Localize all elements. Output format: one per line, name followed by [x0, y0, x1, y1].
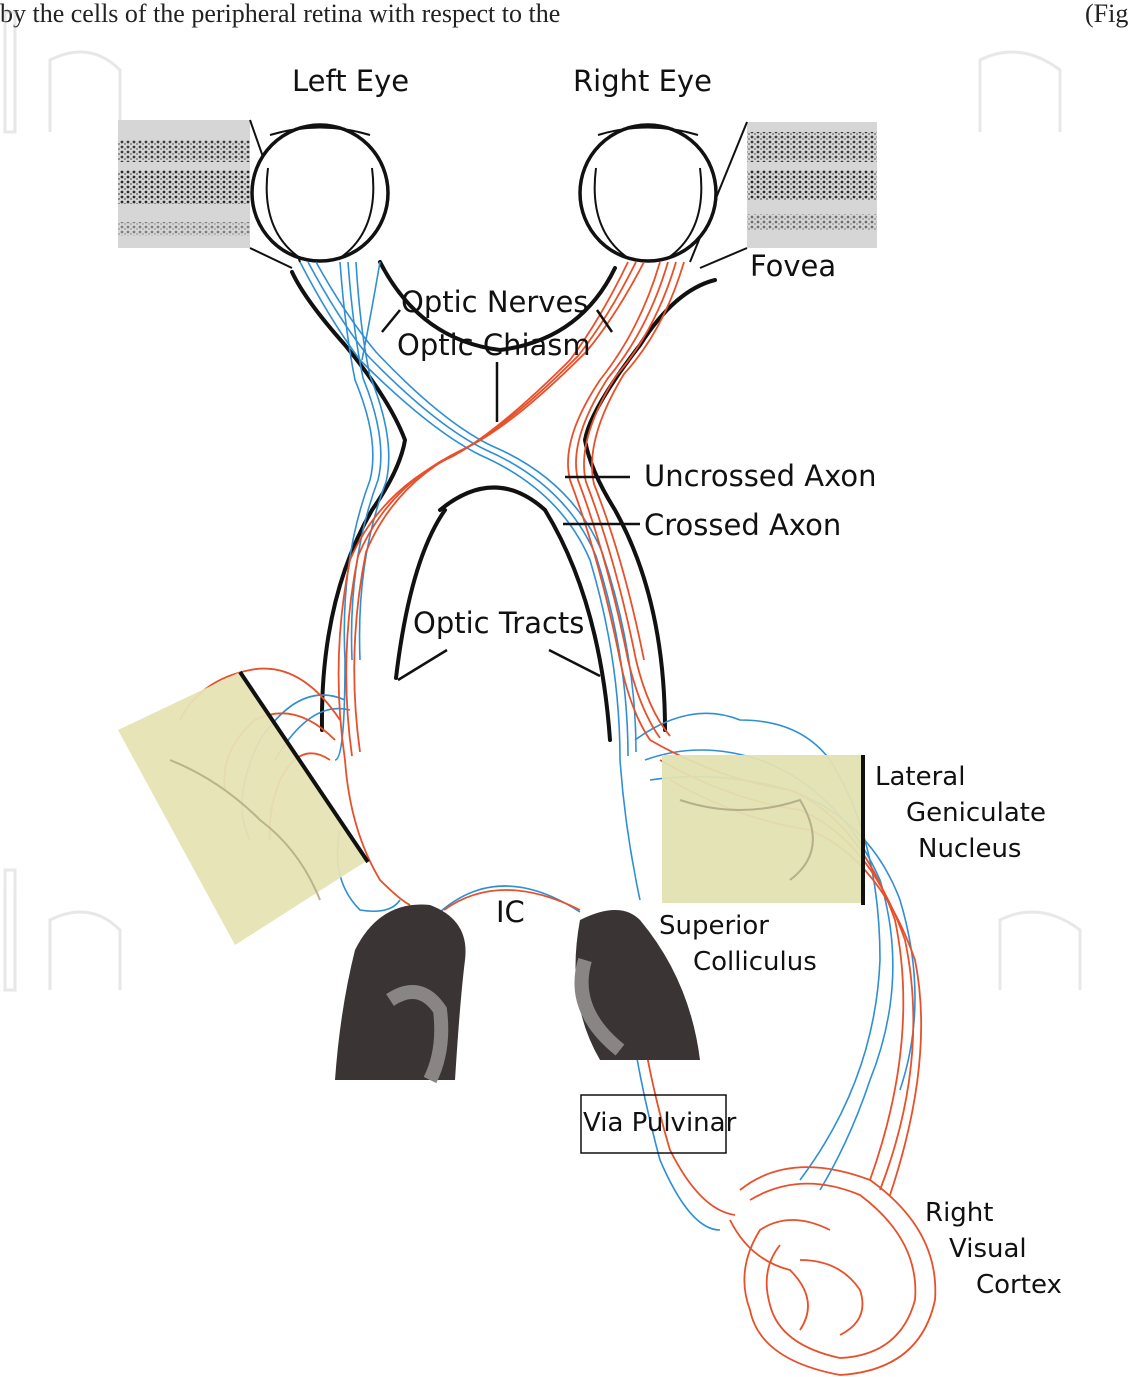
left-lgn-section: [118, 672, 368, 945]
right-visual-cortex: [730, 1167, 935, 1375]
label-uncrossed-axon: Uncrossed Axon: [644, 459, 877, 493]
label-lgn-3: Nucleus: [918, 834, 1021, 864]
label-optic-nerves: Optic Nerves: [401, 285, 588, 319]
right-lgn-section: [662, 755, 864, 905]
header-text: by the cells of the peripheral retina wi…: [0, 0, 560, 28]
label-lgn-1: Lateral: [875, 762, 965, 792]
label-cortex-3: Cortex: [976, 1270, 1062, 1300]
label-ic: IC: [496, 895, 525, 929]
label-optic-tracts: Optic Tracts: [413, 606, 584, 640]
left-eye: [252, 125, 388, 261]
header-fragment: (Fig: [1085, 0, 1128, 28]
right-retina-section: [747, 122, 877, 248]
label-cortex-1: Right: [925, 1198, 993, 1228]
label-crossed-axon: Crossed Axon: [644, 508, 841, 542]
left-retina-section: [118, 120, 250, 248]
label-fovea: Fovea: [750, 249, 836, 283]
label-right-eye: Right Eye: [573, 64, 712, 98]
red-fiber-bundle: [180, 262, 921, 1215]
label-sc-1: Superior: [659, 911, 769, 941]
label-left-eye: Left Eye: [292, 64, 409, 98]
label-optic-chiasm: Optic Chiasm: [397, 328, 591, 362]
label-sc-2: Colliculus: [693, 947, 817, 977]
label-lgn-2: Geniculate: [906, 798, 1046, 828]
label-cortex-2: Visual: [949, 1234, 1027, 1264]
left-colliculus-section: [335, 905, 466, 1080]
label-via-pulvinar: Via Pulvinar: [583, 1108, 737, 1138]
right-eye: [580, 125, 716, 261]
